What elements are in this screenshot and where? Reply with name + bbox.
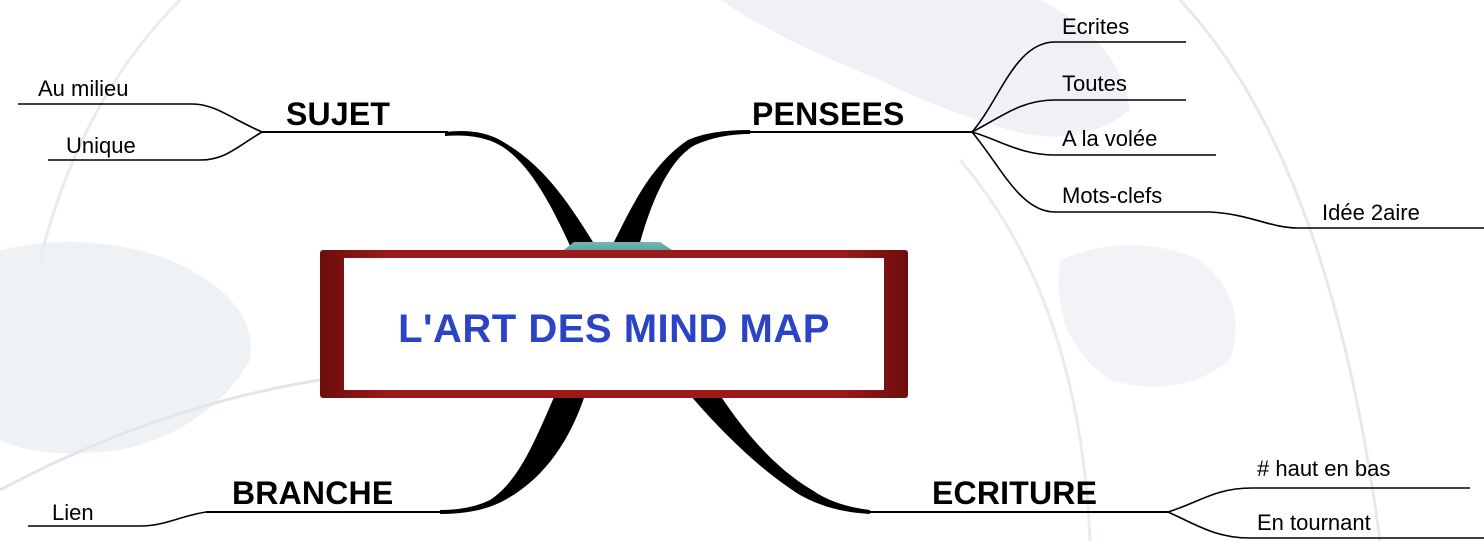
- branch-label-pensees: PENSEES: [752, 96, 905, 132]
- background-shape-left: [0, 242, 251, 454]
- sub-labels: Au milieu Unique Ecrites Toutes A la vol…: [38, 14, 1420, 535]
- background-arc-right-1: [1178, 0, 1382, 541]
- link-ecrites: [971, 41, 1186, 133]
- sub-label-en-tournant: En tournant: [1257, 510, 1371, 535]
- sub-connectors: [18, 41, 1484, 539]
- link-a-la-volee: [971, 131, 1216, 156]
- main-labels: SUJET PENSEES BRANCHE ECRITURE: [232, 96, 1097, 511]
- connector-ecriture: [690, 395, 870, 514]
- link-mots-clefs: [971, 131, 1484, 229]
- sub-label-au-milieu: Au milieu: [38, 76, 128, 101]
- main-connectors: [440, 130, 870, 514]
- connector-sujet: [445, 131, 598, 250]
- connector-pensees: [610, 130, 750, 250]
- background-shape-right: [1058, 245, 1236, 387]
- link-en-tournant: [1167, 511, 1484, 539]
- connector-branche: [440, 395, 585, 514]
- central-node: L'ART DES MIND MAP: [320, 242, 908, 398]
- branch-label-sujet: SUJET: [286, 96, 390, 132]
- background-decoration: [0, 0, 1382, 541]
- link-au-milieu: [18, 103, 263, 133]
- sub-label-toutes: Toutes: [1062, 71, 1127, 96]
- sub-label-a-la-volee: A la volée: [1062, 126, 1157, 151]
- link-toutes: [971, 99, 1186, 133]
- link-lien: [28, 511, 207, 527]
- link-unique: [48, 131, 263, 161]
- background-shape-top: [720, 0, 1130, 137]
- sub-label-haut-en-bas: # haut en bas: [1257, 456, 1390, 481]
- sub-label-unique: Unique: [66, 133, 136, 158]
- background-arc-right-2: [958, 159, 1092, 541]
- central-title: L'ART DES MIND MAP: [398, 307, 830, 351]
- main-underlines: [206, 131, 1168, 513]
- link-haut-en-bas: [1167, 487, 1470, 513]
- background-arc-left: [38, 0, 182, 261]
- branch-label-ecriture: ECRITURE: [932, 475, 1097, 511]
- central-node-panel: [344, 258, 884, 390]
- sub-label-lien: Lien: [52, 500, 94, 525]
- sub-label-ecrites: Ecrites: [1062, 14, 1129, 39]
- branch-label-branche: BRANCHE: [232, 475, 393, 511]
- sub-label-idee-2aire: Idée 2aire: [1322, 200, 1420, 225]
- sub-label-mots-clefs: Mots-clefs: [1062, 183, 1162, 208]
